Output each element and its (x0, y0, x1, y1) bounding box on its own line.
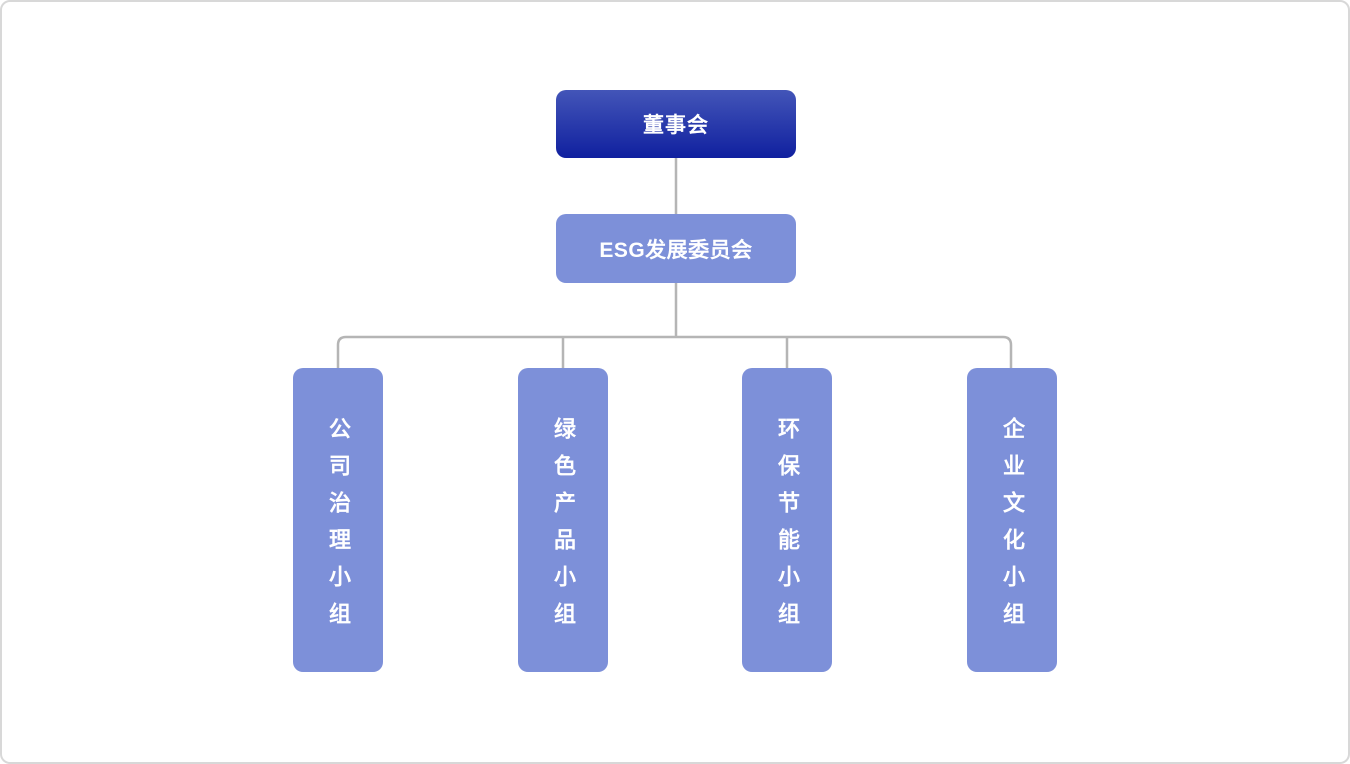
node-group-environmental-energy-label: 环保节能小组 (775, 416, 800, 639)
node-esg-committee-label: ESG发展委员会 (599, 238, 753, 262)
node-board-of-directors: 董事会 (556, 90, 796, 158)
node-group-green-product-label: 绿色产品小组 (551, 416, 576, 639)
node-group-green-product: 绿色产品小组 (518, 368, 608, 672)
node-group-corporate-culture-label: 企业文化小组 (1000, 416, 1025, 639)
node-group-environmental-energy: 环保节能小组 (742, 368, 832, 672)
node-group-corporate-governance: 公司治理小组 (293, 368, 383, 672)
connector-rail (336, 335, 1013, 368)
node-board-label: 董事会 (643, 114, 709, 137)
node-group-corporate-culture: 企业文化小组 (967, 368, 1057, 672)
node-group-corporate-governance-label: 公司治理小组 (326, 416, 351, 639)
node-esg-committee: ESG发展委员会 (556, 214, 796, 283)
